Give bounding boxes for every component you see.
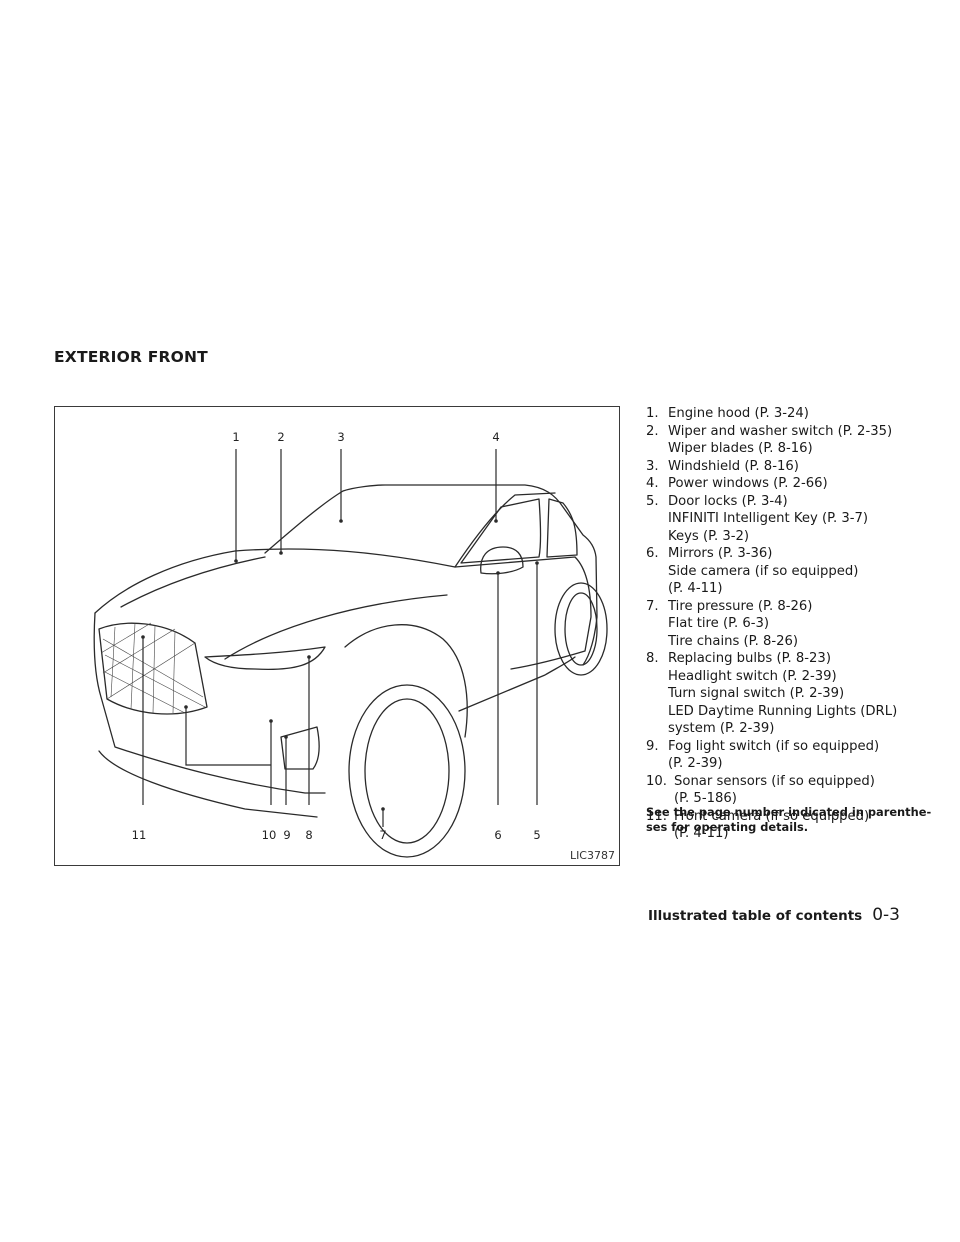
callout-4: 4	[492, 430, 499, 444]
list-item-line: Tire chains (P. 8-26)	[668, 633, 799, 649]
list-item-line: Wiper blades (P. 8-16)	[668, 441, 813, 456]
front-wheel-arch	[344, 624, 468, 738]
list-item: 11. Front camera (if so equipped) (P. 4-11…	[646, 808, 936, 843]
car-illustration: 1 2 3 4 11 10 9 8 7 6 5	[93, 430, 608, 858]
list-item-number: 4.	[646, 476, 659, 491]
list-item-line: INFINITI Intelligent Key (P. 3-7)	[668, 511, 869, 526]
list-item-number: 6.	[646, 546, 659, 561]
list-item-number: 10.	[646, 773, 667, 789]
list-item-line: (P. 2-39)	[668, 756, 723, 771]
grille-outline	[98, 622, 208, 715]
figure-id: LIC3787	[569, 849, 615, 862]
side-window-front	[460, 498, 542, 564]
list-item: 7. Tire pressure (P. 8-26) Flat tire (P. 6…	[646, 598, 936, 651]
page-footer: Illustrated table of contents 0-3	[648, 905, 900, 925]
front-wheel	[364, 698, 450, 844]
front-fascia	[93, 612, 326, 794]
front-tire	[348, 684, 466, 858]
windshield-top	[264, 490, 344, 554]
list-item-number: 9.	[646, 738, 659, 754]
list-item-number: 7.	[646, 598, 659, 614]
page-number: 0-3	[872, 905, 900, 925]
item-list: 1. Engine hood (P. 3-24) 2. Wiper and washe…	[646, 405, 936, 843]
list-item-line: Windshield (P. 8-16)	[668, 458, 799, 474]
side-sill	[458, 656, 576, 712]
list-item-line: Flat tire (P. 6-3)	[668, 616, 770, 631]
list-item: 9. Fog light switch (if so equipped) (P. 2…	[646, 738, 936, 773]
callout-7: 7	[379, 828, 386, 842]
list-item-line: system (P. 2-39)	[668, 721, 775, 736]
list-item: 5. Door locks (P. 3-4) INFINITI Intelligen…	[646, 493, 936, 546]
hood-crease-2	[120, 556, 266, 608]
list-item: 10. Sonar sensors (if so equipped) (P. 5-1…	[646, 773, 936, 808]
list-item-line: Sonar sensors (if so equipped)	[674, 773, 875, 789]
list-item-number: 5.	[646, 493, 659, 509]
list-item: 3. Windshield (P. 8-16)	[646, 458, 936, 476]
callout-2: 2	[277, 430, 284, 444]
list-item-line: LED Daytime Running Lights (DRL)	[668, 703, 898, 719]
list-item-line: Fog light switch (if so equipped)	[668, 738, 880, 754]
side-mirror	[480, 546, 524, 575]
list-item: 2. Wiper and washer switch (P. 2-35) Wiper…	[646, 423, 936, 458]
list-item-line: Keys (P. 3-2)	[668, 528, 750, 544]
operating-details-note: See the page number indicated in parenth…	[646, 805, 946, 834]
list-item-number: 3.	[646, 458, 659, 474]
list-item-line: (P. 5-186)	[674, 791, 737, 806]
list-item: 1. Engine hood (P. 3-24)	[646, 405, 936, 423]
list-item-line: Engine hood (P. 3-24)	[668, 406, 809, 421]
note-line: ses for operating details.	[646, 819, 809, 834]
callout-10: 10	[262, 828, 277, 842]
callout-5: 5	[533, 828, 540, 842]
list-item-line: (P. 4-11)	[674, 826, 729, 841]
section-title: EXTERIOR FRONT	[54, 348, 208, 366]
callout-9: 9	[283, 828, 290, 842]
car-roof-outline	[342, 484, 598, 666]
list-item-line: Tire pressure (P. 8-26)	[668, 598, 813, 614]
list-item-number: 1.	[646, 406, 659, 421]
callout-11: 11	[132, 828, 147, 842]
side-window-rear	[546, 498, 578, 558]
headlight	[204, 646, 326, 671]
windshield-pillar	[454, 492, 556, 568]
footer-label: Illustrated table of contents	[647, 908, 863, 924]
list-item-line: Side camera (if so equipped)	[668, 563, 859, 579]
callout-1: 1	[232, 430, 239, 444]
side-body	[454, 556, 592, 670]
rear-tire	[554, 582, 608, 676]
lower-bumper	[98, 750, 318, 818]
callout-6: 6	[494, 828, 501, 842]
exterior-front-figure: 1 2 3 4 11 10 9 8 7 6 5 LIC3787	[54, 406, 620, 866]
list-item-number: 2.	[646, 423, 659, 439]
list-item: 8. Replacing bulbs (P. 8-23) Headlight swi…	[646, 650, 936, 738]
sonar-bracket	[185, 707, 271, 766]
list-item-number: 11.	[646, 808, 667, 824]
hood-crease	[224, 594, 448, 660]
list-item-line: Headlight switch (P. 2-39)	[668, 668, 837, 684]
list-item-line: Door locks (P. 3-4)	[668, 493, 788, 509]
callout-8: 8	[305, 828, 312, 842]
grille-mesh	[100, 622, 206, 714]
list-item-line: Power windows (P. 2-66)	[668, 476, 828, 491]
list-item-line: (P. 4-11)	[668, 581, 723, 596]
callout-3: 3	[337, 430, 344, 444]
list-item-line: Replacing bulbs (P. 8-23)	[668, 651, 831, 666]
note-line: See the page number indicated in parenth…	[646, 805, 932, 819]
rear-wheel	[564, 592, 598, 666]
list-item: 4. Power windows (P. 2-66)	[646, 475, 936, 493]
list-item-line: Front camera (if so equipped)	[674, 808, 870, 824]
list-item-line: Turn signal switch (P. 2-39)	[668, 686, 845, 701]
list-item: 6. Mirrors (P. 3-36) Side camera (if so eq…	[646, 545, 936, 598]
list-item-number: 8.	[646, 651, 659, 666]
fog-light-area	[280, 726, 320, 770]
hood-outline	[94, 548, 456, 614]
list-item-line: Mirrors (P. 3-36)	[668, 546, 773, 561]
list-item-line: Wiper and washer switch (P. 2-35)	[668, 423, 893, 439]
